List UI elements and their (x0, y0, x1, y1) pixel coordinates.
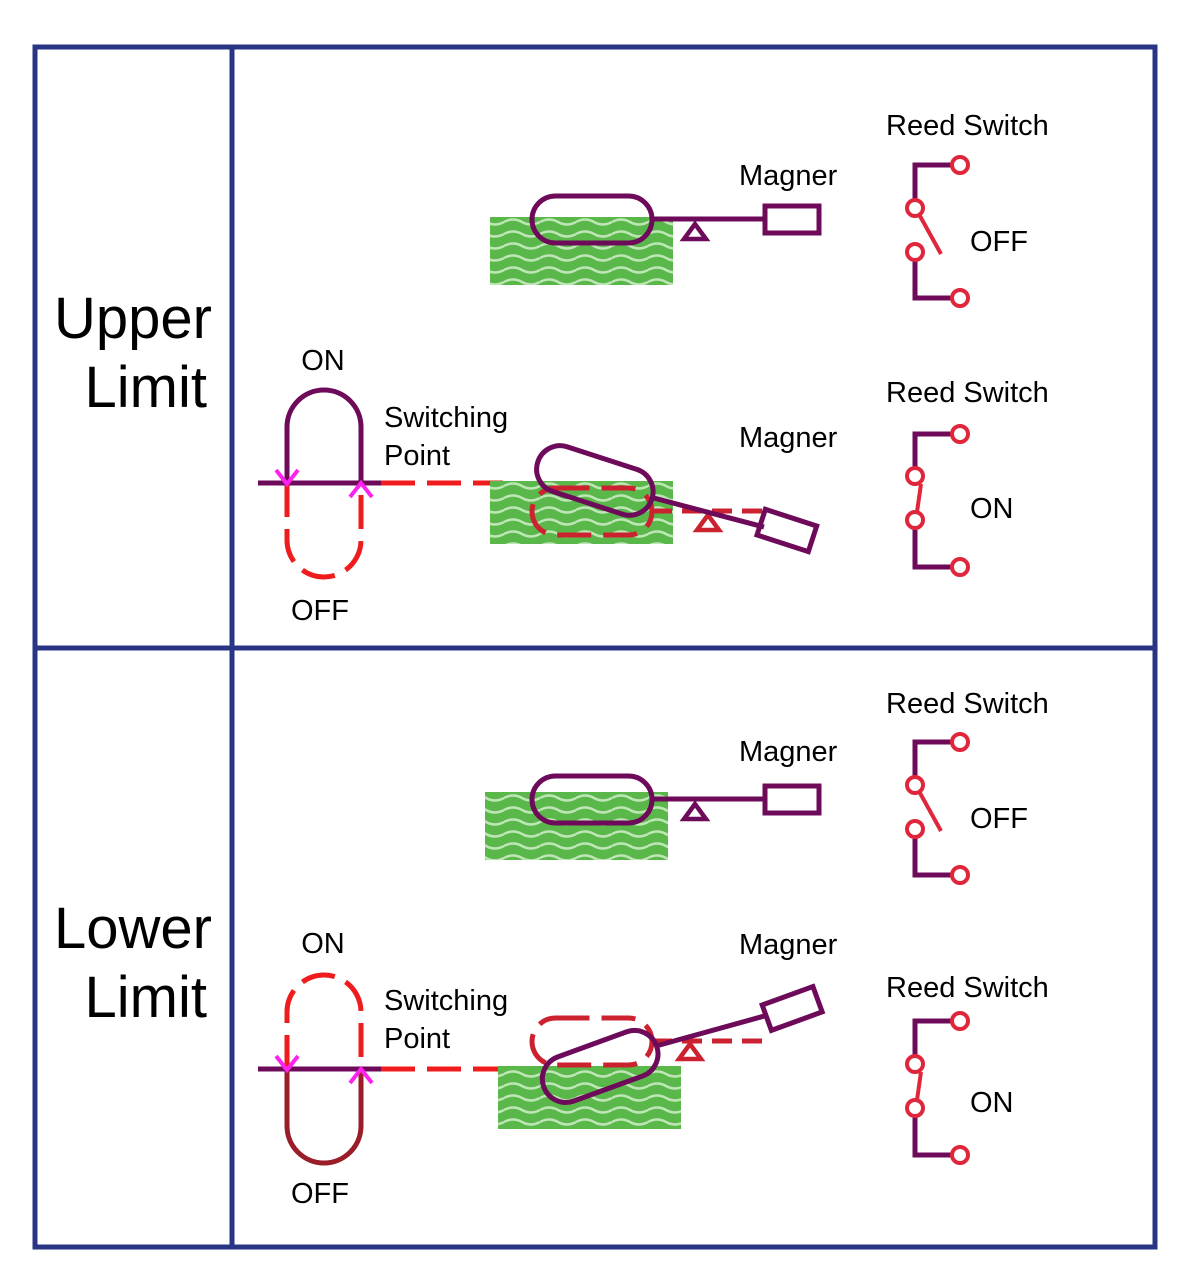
magnet-tilted (758, 983, 826, 1034)
row-title-line2: Limit (85, 965, 207, 1030)
reed-switch-label: Reed Switch (886, 110, 1049, 142)
contact (905, 510, 925, 530)
table-frame (32, 44, 1158, 1250)
magnet-label: Magner (739, 422, 838, 454)
switch-lead-top (912, 162, 960, 208)
water-surface (485, 792, 668, 860)
pivot-triangle (674, 1040, 706, 1062)
magnet-tilted (753, 506, 820, 555)
arrow-up-icon (348, 1065, 374, 1085)
contact (905, 1054, 925, 1074)
terminal (950, 865, 970, 885)
reed-switch-label: Reed Switch (886, 377, 1049, 409)
switch-state-label: ON (970, 493, 1014, 525)
switch-lead-top (912, 431, 960, 476)
reed-switch-label: Reed Switch (886, 972, 1049, 1004)
switch-blade-open (918, 792, 943, 832)
terminal (950, 1011, 970, 1031)
loop-on-label: ON (301, 928, 345, 960)
scene-float-level: Magner (490, 160, 838, 285)
water-surface (490, 217, 673, 285)
reed-switch-on: Reed Switch ON (886, 972, 1049, 1165)
scene-float-lowered: Magner (498, 929, 838, 1129)
terminal (950, 424, 970, 444)
switch-state-label: ON (970, 1087, 1014, 1119)
hysteresis-loop: ON OFF Switching Point (258, 345, 508, 627)
switching-point-label-line1: Switching (384, 402, 508, 434)
reed-switch-label: Reed Switch (886, 688, 1049, 720)
magnet (753, 506, 820, 555)
switch-lead-bottom (912, 520, 960, 570)
switch-blade-closed (915, 483, 923, 513)
loop-off-label: OFF (291, 595, 349, 627)
scene-float-level: Magner (485, 736, 838, 860)
magnet-label: Magner (739, 160, 838, 192)
loop-off-label: OFF (291, 1178, 349, 1210)
switch-lead-top (912, 1018, 960, 1064)
pivot-triangle (679, 220, 711, 242)
switch-state-label: OFF (970, 226, 1028, 258)
contact (905, 466, 925, 486)
float-arm (649, 494, 765, 530)
terminal (950, 288, 970, 308)
magnet (762, 783, 822, 816)
switching-point-label-line2: Point (384, 440, 450, 472)
float-arm (655, 1012, 769, 1049)
row-title-line2: Limit (85, 355, 207, 420)
switching-point-label-line2: Point (384, 1023, 450, 1055)
contact (905, 775, 925, 795)
magnet (762, 203, 822, 236)
reed-switch-off: Reed Switch OFF (886, 688, 1049, 885)
row-title-line1: Upper (54, 286, 212, 351)
magnet (758, 983, 826, 1034)
arrow-down-icon (274, 468, 300, 488)
loop-on-label: ON (301, 345, 345, 377)
scene-float-raised: Magner (490, 422, 838, 555)
switch-blade-open (918, 215, 943, 255)
switch-lead-bottom (912, 829, 960, 878)
pivot-triangle (692, 511, 724, 533)
terminal (950, 557, 970, 577)
magnet-label: Magner (739, 736, 838, 768)
contact (905, 819, 925, 839)
row-title-line1: Lower (54, 896, 212, 961)
contact (905, 198, 925, 218)
arrow-up-icon (348, 479, 374, 499)
switch-lead-bottom (912, 252, 960, 301)
terminal (950, 1145, 970, 1165)
switching-point-label-line1: Switching (384, 985, 508, 1017)
row-lower-limit: Lower Limit Magner Reed Switch OFF (54, 688, 1049, 1210)
loop-off-path (284, 1069, 364, 1166)
pivot-triangle (679, 800, 711, 822)
reed-switch-on: Reed Switch ON (886, 377, 1049, 577)
hysteresis-loop: ON OFF Switching Point (258, 928, 508, 1210)
switch-lead-top (912, 739, 960, 785)
switch-state-label: OFF (970, 803, 1028, 835)
contact (905, 1098, 925, 1118)
terminal (950, 732, 970, 752)
magnet-label: Magner (739, 929, 838, 961)
float-ghost (529, 1015, 655, 1068)
arrow-down-icon (274, 1054, 300, 1074)
loop-on-path (284, 387, 364, 483)
loop-on-path (284, 972, 364, 1069)
loop-off-path (284, 483, 364, 580)
reed-switch-off: Reed Switch OFF (886, 110, 1049, 308)
switch-lead-bottom (912, 1108, 960, 1158)
terminal (950, 155, 970, 175)
contact (905, 242, 925, 262)
row-upper-limit: Upper Limit Magner Reed Switch OFF (54, 110, 1049, 627)
switch-blade-closed (915, 1071, 923, 1101)
